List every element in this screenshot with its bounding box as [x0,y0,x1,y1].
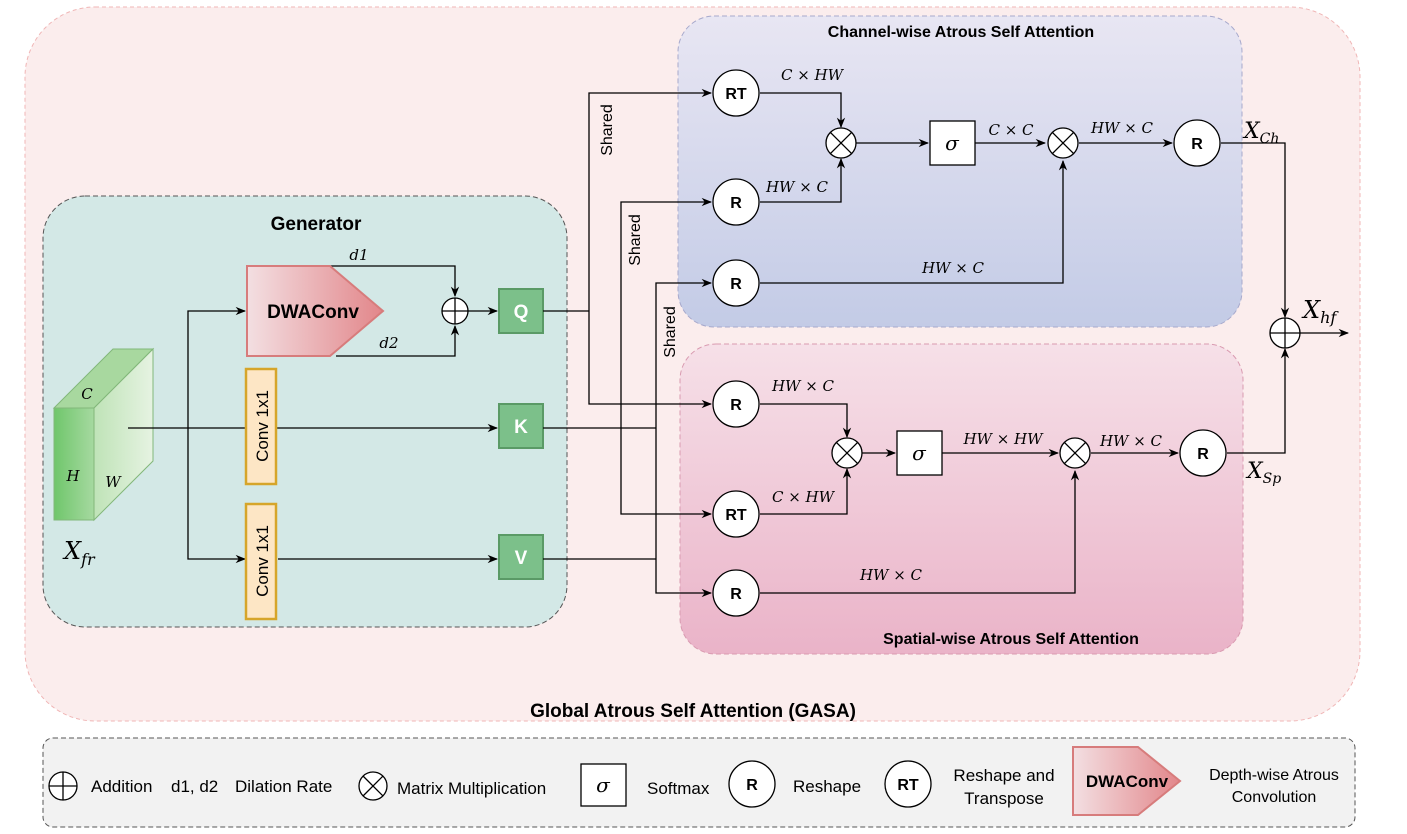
channel-r-node-v: R [712,259,760,307]
spatial-dim-hw-c-out: HW × C [1099,432,1163,450]
cube-h-label: H [65,467,80,485]
channel-matmul-op-2 [1047,127,1079,159]
legend-rt-icon: RT [884,760,932,808]
legend-dilation-label: Dilation Rate [235,777,332,796]
k-label: K [514,417,528,438]
legend-matmul-icon [358,771,388,801]
channel-r-node-k: R [712,178,760,226]
channel-dim-hw-c-v: HW × C [921,259,985,277]
channel-attention-container [677,15,1243,328]
legend-matmul-label: Matrix Multiplication [397,779,546,798]
dwaconv-label: DWAConv [267,302,359,323]
spatial-dim-hw-hw: HW × HW [962,430,1044,448]
q-label: Q [514,302,529,323]
d1-label: d1 [349,246,368,264]
channel-dim-c-c: C × C [988,121,1034,139]
svg-text:RT: RT [897,777,919,794]
channel-matmul-op-1 [825,127,857,159]
channel-dim-c-hw: C × HW [781,66,845,84]
svg-text:σ: σ [596,773,611,797]
conv1x1-v-block [244,502,278,621]
cube-w-label: W [105,473,122,491]
v-label: V [515,548,528,569]
dwaconv-block [246,265,385,357]
conv1x1-k-block [244,367,278,486]
generator-addition-op [441,297,469,325]
spatial-r-node-out: R [1179,429,1227,477]
channel-r-node-out: R [1173,119,1221,167]
svg-text:R: R [746,777,758,794]
svg-text:R: R [730,586,742,603]
legend-addition-icon [48,771,78,801]
legend-dwaconv-label-1: Depth-wise Atrous [1209,767,1339,784]
legend-reshape-icon: R [728,760,776,808]
spatial-matmul-op-2 [1059,437,1091,469]
svg-text:RT: RT [725,507,747,524]
legend-container [42,737,1356,828]
channel-output-label: XCh [1242,119,1279,147]
spatial-dim-hw-c-q: HW × C [771,377,835,395]
channel-dim-hw-c-k: HW × C [765,178,829,196]
spatial-attention-title: Spatial-wise Atrous Self Attention [883,631,1139,648]
shared-label-v: Shared [662,306,679,358]
k-block [498,403,544,449]
legend-rt-label-1: Reshape and [953,766,1054,785]
spatial-attention-container [679,343,1244,655]
v-block [498,534,544,580]
svg-text:R: R [1197,446,1209,463]
spatial-output-label: XSp [1245,459,1281,487]
conv1x1-v-label: Conv 1x1 [253,525,272,597]
spatial-dim-c-hw: C × HW [772,488,836,506]
svg-text:σ: σ [912,441,927,465]
input-feature-cube: C H W [52,347,155,522]
spatial-r-node-q: R [712,380,760,428]
svg-text:RT: RT [725,86,747,103]
d2-label: d2 [379,334,398,352]
spatial-r-node-v: R [712,569,760,617]
svg-text:σ: σ [945,131,960,155]
spatial-softmax-node: σ [896,430,943,476]
svg-text:R: R [730,276,742,293]
input-label: Xfr [62,537,96,569]
legend-softmax-label: Softmax [647,779,710,798]
channel-rt-node: RT [712,69,760,117]
legend-addition-label: Addition [91,777,152,796]
channel-dim-hw-c-out: HW × C [1090,119,1154,137]
svg-text:R: R [730,195,742,212]
spatial-rt-node: RT [712,490,760,538]
channel-softmax-node: σ [929,120,976,166]
spatial-matmul-op-1 [831,437,863,469]
generator-container [42,195,568,628]
legend-softmax-icon: σ [580,763,627,807]
shared-label-q: Shared [599,104,616,156]
channel-attention-title: Channel-wise Atrous Self Attention [828,24,1094,41]
svg-text:DWAConv: DWAConv [1086,772,1169,791]
gasa-title: Global Atrous Self Attention (GASA) [530,701,856,722]
final-output-label: Xhf [1301,296,1339,327]
shared-label-k: Shared [627,214,644,266]
legend-dwaconv-label-2: Convolution [1232,789,1317,806]
svg-text:R: R [730,397,742,414]
generator-title: Generator [271,214,362,235]
legend-rt-label-2: Transpose [964,789,1044,808]
conv1x1-k-label: Conv 1x1 [253,390,272,462]
legend-d1d2-label: d1, d2 [171,777,218,796]
legend-dwaconv-icon: DWAConv [1072,746,1182,816]
legend-reshape-label: Reshape [793,777,861,796]
svg-text:R: R [1191,136,1203,153]
final-addition-op [1269,317,1301,349]
spatial-dim-hw-c-v: HW × C [859,566,923,584]
cube-c-label: C [81,385,93,403]
